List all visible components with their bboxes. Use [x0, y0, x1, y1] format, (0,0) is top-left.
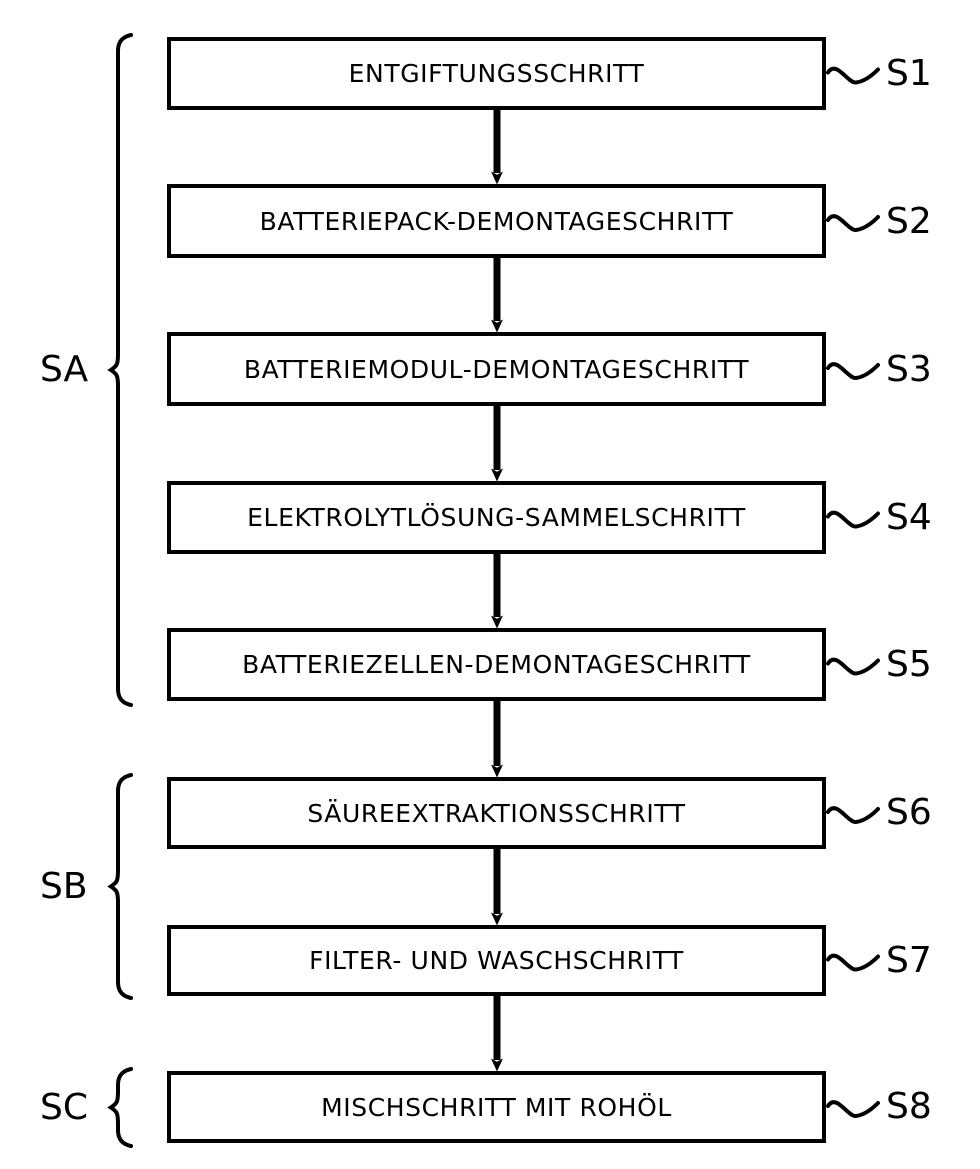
group-brace-sa	[107, 33, 133, 707]
step-box-s1[interactable]: ENTGIFTUNGSSCHRITT	[167, 37, 826, 110]
group-label-sa: SA	[40, 349, 89, 390]
group-label-sc: SC	[40, 1087, 88, 1128]
step-label-s5: BATTERIEZELLEN-DEMONTAGESCHRITT	[242, 650, 751, 679]
step-ref-s6: S6	[886, 792, 932, 833]
step-box-s5[interactable]: BATTERIEZELLEN-DEMONTAGESCHRITT	[167, 628, 826, 701]
leader-line-s1	[826, 66, 880, 85]
step-box-s6[interactable]: SÄUREEXTRAKTIONSSCHRITT	[167, 777, 826, 849]
step-ref-s2: S2	[886, 201, 932, 242]
leader-line-s8	[826, 1100, 880, 1118]
step-label-s8: MISCHSCHRITT MIT ROHÖL	[321, 1092, 672, 1122]
leader-line-s4	[826, 510, 880, 529]
leader-line-s7	[826, 953, 880, 972]
step-label-s6: SÄUREEXTRAKTIONSSCHRITT	[307, 798, 686, 828]
leader-line-s2	[826, 214, 880, 232]
step-label-s3: BATTERIEMODUL-DEMONTAGESCHRITT	[243, 354, 750, 384]
step-box-s4[interactable]: ELEKTROLYTLÖSUNG-SAMMELSCHRITT	[167, 481, 826, 554]
leader-line-s6	[826, 806, 880, 824]
group-braces	[107, 33, 133, 1148]
step-box-s7[interactable]: FILTER- UND WASCHSCHRITT	[167, 925, 826, 996]
group-brace-sb	[107, 773, 133, 1000]
step-ref-s5: S5	[886, 644, 932, 685]
step-label-s2: BATTERIEPACK-DEMONTAGESCHRITT	[259, 206, 734, 236]
step-label-s1: ENTGIFTUNGSSCHRITT	[348, 59, 645, 88]
step-ref-s3: S3	[886, 349, 932, 390]
step-box-s8[interactable]: MISCHSCHRITT MIT ROHÖL	[167, 1071, 826, 1143]
step-box-s3[interactable]: BATTERIEMODUL-DEMONTAGESCHRITT	[167, 332, 826, 406]
leader-line-s3	[826, 362, 880, 380]
step-label-s4: ELEKTROLYTLÖSUNG-SAMMELSCHRITT	[247, 503, 746, 532]
group-brace-sc	[107, 1067, 133, 1148]
step-ref-s1: S1	[886, 53, 932, 94]
leader-line-s5	[826, 657, 880, 676]
group-label-sb: SB	[40, 866, 88, 907]
step-ref-s4: S4	[886, 497, 932, 538]
step-label-s7: FILTER- UND WASCHSCHRITT	[309, 946, 684, 975]
reference-leader-lines	[826, 66, 880, 1118]
step-box-s2[interactable]: BATTERIEPACK-DEMONTAGESCHRITT	[167, 184, 826, 258]
step-ref-s8: S8	[886, 1086, 932, 1127]
step-ref-s7: S7	[886, 940, 932, 981]
